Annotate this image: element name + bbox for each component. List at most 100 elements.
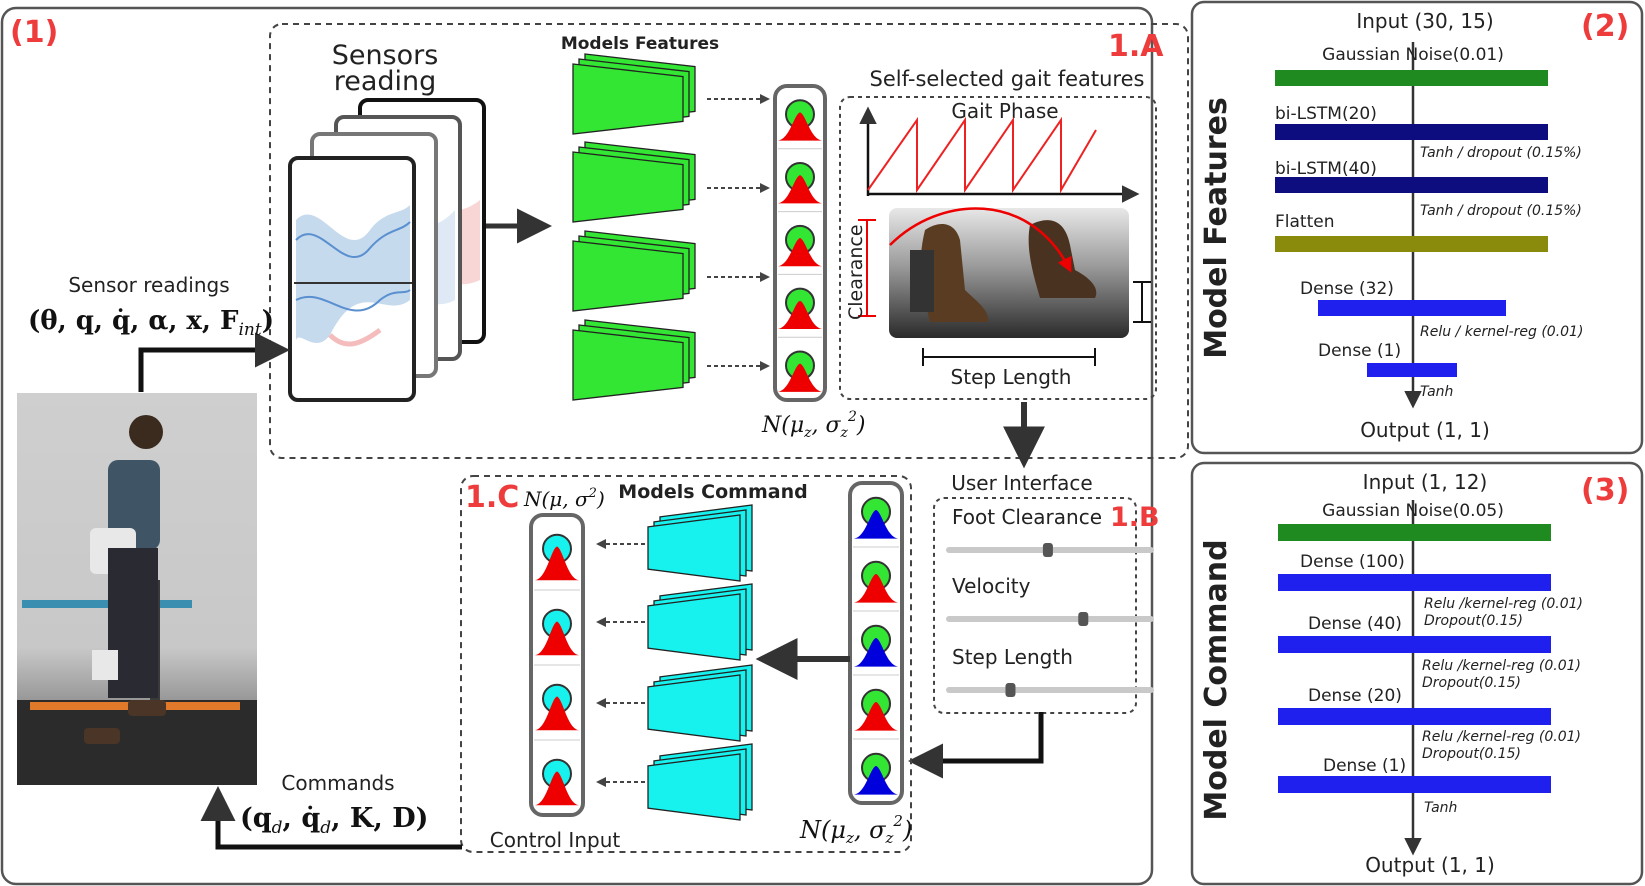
control-input-label: Control Input <box>490 828 621 852</box>
layer-name: Dense (1) <box>1318 341 1401 361</box>
arrow-photo-to-sensors <box>138 332 290 392</box>
panel-3-layers: Gaussian Noise(0.05) Dense (100) Dense (40… <box>1278 501 1583 816</box>
command-model-2 <box>647 583 753 661</box>
section-1c-id: 1.C <box>465 480 519 515</box>
layer-name: bi-LSTM(40) <box>1275 159 1377 179</box>
panel-3-note-1: Relu /kernel-reg (0.01) <box>1424 596 1583 612</box>
command-dashed-arrows <box>596 539 645 787</box>
feature-dist-node-2 <box>778 162 822 213</box>
layer-bar <box>1367 363 1457 377</box>
panel-3-side-title: Model Command <box>1199 539 1234 820</box>
models-command-title: Models Command <box>618 481 807 503</box>
panel-2-note-2: Tanh / dropout (0.15%) <box>1420 203 1582 219</box>
layer-bar <box>1278 776 1551 793</box>
layer-bar <box>1275 236 1548 252</box>
command-out-dist-node-5 <box>854 752 898 795</box>
command-out-dist-node-2 <box>853 560 899 612</box>
command-out-dist-node-1 <box>853 496 899 548</box>
ui-slider-track[interactable] <box>946 687 1154 693</box>
ui-slider-label: Step Length <box>952 645 1073 669</box>
panel-2-note-3: Relu / kernel-reg (0.01) <box>1420 324 1583 340</box>
layer-name: Dense (1) <box>1323 756 1406 776</box>
panel-2-layer-4: Flatten <box>1275 212 1548 252</box>
panel-3-output: Output (1, 1) <box>1365 853 1495 877</box>
command-models <box>647 504 753 821</box>
layer-bar <box>1278 636 1551 653</box>
command-dist-top-label: N(μ, σ2) <box>523 486 605 511</box>
layer-bar <box>1318 300 1506 316</box>
ui-slider-1[interactable]: Foot Clearance <box>946 505 1154 557</box>
panel-2-note-4: Tanh <box>1420 384 1453 400</box>
command-dist-bottom-label: N(μz, σz2) <box>799 812 912 847</box>
panel-1-frame <box>0 6 1154 886</box>
gait-features-frame <box>839 96 1157 400</box>
models-features-title: Models Features <box>561 34 719 54</box>
panel-3-note-3: Relu /kernel-reg (0.01) <box>1422 729 1581 745</box>
clearance-label: Clearance <box>845 224 867 320</box>
feature-dist-node-5 <box>778 350 822 392</box>
arrow-ui-to-command <box>908 712 1044 779</box>
sensor-plot-stack <box>288 98 486 402</box>
feature-model-3 <box>572 230 696 312</box>
layer-name: Dense (32) <box>1300 279 1394 299</box>
command-model-1 <box>647 504 753 582</box>
ui-slider-2[interactable]: Velocity <box>946 574 1154 626</box>
clearance-marker <box>858 219 876 317</box>
panel-2-note-1: Tanh / dropout (0.15%) <box>1420 145 1582 161</box>
feature-models <box>572 53 696 401</box>
layer-bar <box>1278 524 1551 541</box>
sensors-title-1: Sensors <box>332 40 439 71</box>
panel-3-layer-1: Gaussian Noise(0.05) <box>1278 501 1551 541</box>
panel-2-layer-3: bi-LSTM(40) <box>1275 159 1548 193</box>
command-in-dist-node-2 <box>534 608 580 666</box>
ui-slider-knob[interactable] <box>1042 543 1053 557</box>
panel-3-note-3: Dropout(0.15) <box>1422 746 1521 762</box>
ui-slider-knob[interactable] <box>1078 612 1089 626</box>
command-in-dist-node-3 <box>534 683 580 741</box>
ui-slider-knob[interactable] <box>1005 683 1016 697</box>
feature-model-2 <box>572 141 696 223</box>
feature-dist-node-1 <box>778 99 822 150</box>
panel-2-layer-2: bi-LSTM(20) <box>1275 104 1548 140</box>
command-in-dist-node-4 <box>535 758 579 806</box>
panel-2-layer-1: Gaussian Noise(0.01) <box>1275 45 1548 86</box>
ui-slider-track[interactable] <box>946 616 1154 622</box>
command-model-3 <box>647 664 753 742</box>
step-length-marker <box>922 348 1096 366</box>
panel-3-note-2: Relu /kernel-reg (0.01) <box>1422 658 1581 674</box>
layer-bar <box>1275 70 1548 86</box>
command-in-dist-node-1 <box>534 533 580 591</box>
exoskeleton-photo <box>17 393 257 785</box>
panel-2-layer-6: Dense (1) <box>1318 341 1457 377</box>
layer-name: Dense (20) <box>1308 686 1402 706</box>
panel-3-layer-5: Dense (1) <box>1278 756 1551 793</box>
panel-2-layers: Gaussian Noise(0.01) bi-LSTM(20) bi-LSTM(4… <box>1275 45 1583 400</box>
ui-slider-3[interactable]: Step Length <box>946 645 1154 697</box>
command-out-dist-node-4 <box>853 688 899 740</box>
panel-2-id: (2) <box>1581 9 1629 44</box>
command-out-dist-node-3 <box>853 624 899 676</box>
panel-3-layer-4: Dense (20) <box>1278 686 1551 725</box>
foot-photo <box>889 207 1129 338</box>
ui-slider-label: Velocity <box>952 574 1031 598</box>
gait-phase-label: Gait Phase <box>951 99 1058 123</box>
section-1a-id: 1.A <box>1108 29 1164 64</box>
panel-2-output: Output (1, 1) <box>1360 418 1490 442</box>
panel-3-note-4: Tanh <box>1424 800 1457 816</box>
gait-phase-plot <box>859 106 1140 203</box>
panel-3-layer-2: Dense (100) <box>1278 552 1551 591</box>
panel-2-layer-5: Dense (32) <box>1300 279 1506 316</box>
step-length-label: Step Length <box>951 365 1072 389</box>
commands-label: Commands <box>281 771 394 795</box>
layer-name: Gaussian Noise(0.01) <box>1322 45 1504 65</box>
sensors-title-2: reading <box>334 66 437 97</box>
feature-dashed-arrows <box>707 94 770 371</box>
layer-name: Dense (40) <box>1308 614 1402 634</box>
feature-model-4 <box>572 319 696 401</box>
panel-3-input: Input (1, 12) <box>1363 470 1488 494</box>
layer-bar <box>1275 177 1548 193</box>
panel-2-frame <box>1190 0 1644 455</box>
layer-name: Flatten <box>1275 212 1334 232</box>
layer-bar <box>1278 574 1551 591</box>
